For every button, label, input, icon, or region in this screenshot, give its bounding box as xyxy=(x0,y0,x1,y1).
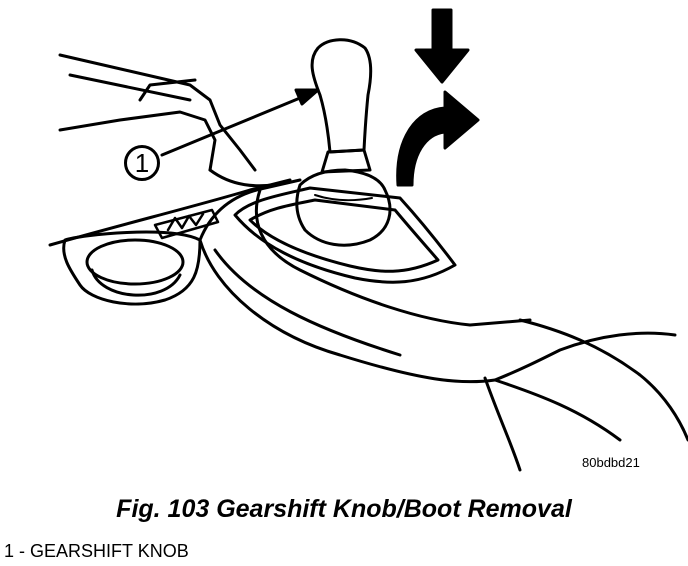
cup-holder xyxy=(62,230,202,306)
dash-edge-2 xyxy=(208,168,292,188)
boot-bezel xyxy=(233,186,457,284)
callout-number-1: 1 xyxy=(124,145,160,181)
dashboard-shelf xyxy=(58,53,257,172)
legend-item: 1 - GEARSHIFT KNOB xyxy=(4,541,189,561)
callout-leader xyxy=(160,88,320,157)
figure-caption: Fig. 103 Gearshift Knob/Boot Removal xyxy=(116,495,572,523)
gearshift-knob xyxy=(310,38,373,174)
gearshift-illustration xyxy=(48,8,688,472)
figure-code: 80bdbd21 xyxy=(582,455,640,470)
arrow-down-icon xyxy=(414,8,470,84)
rotate-arrow-icon xyxy=(396,90,480,187)
boot-fold xyxy=(314,194,373,202)
center-console xyxy=(198,178,688,472)
